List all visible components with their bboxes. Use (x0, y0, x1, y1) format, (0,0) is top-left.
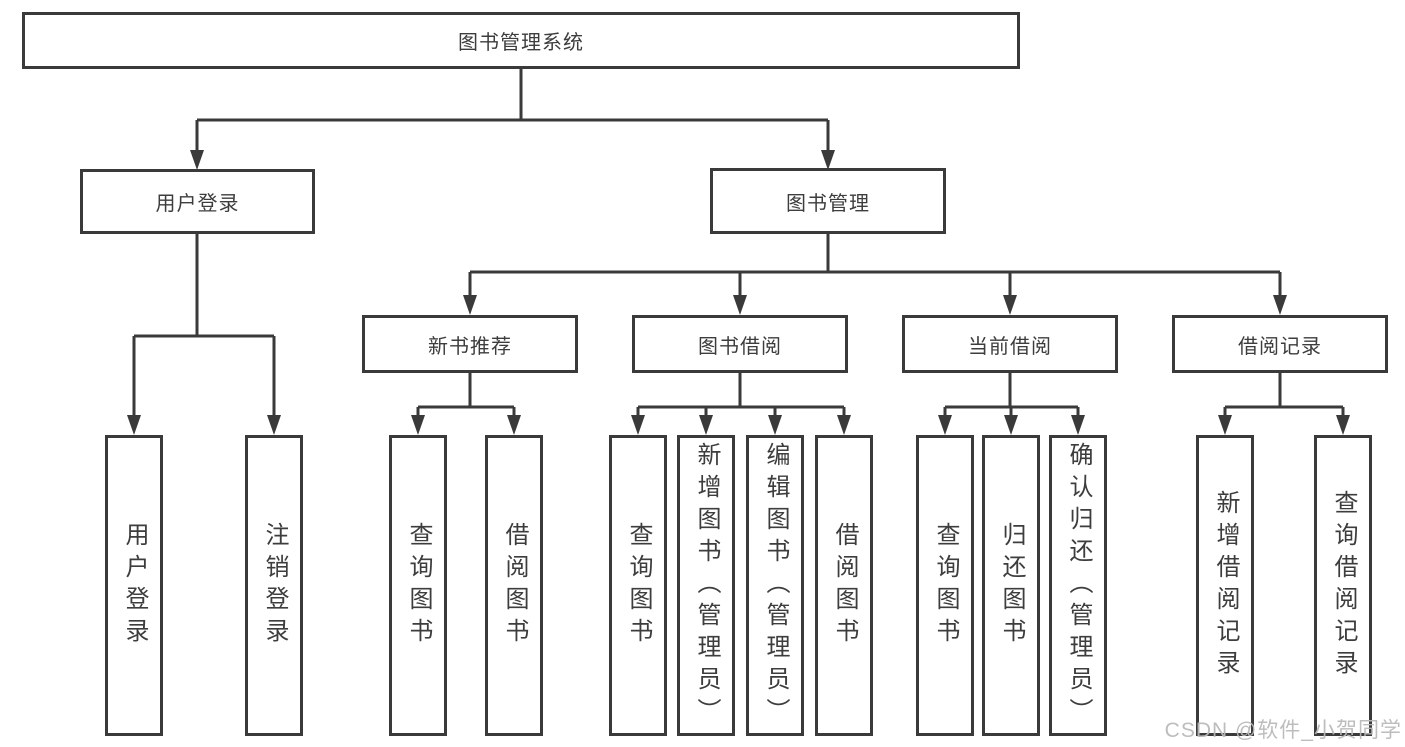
node-label: 查询图书 (932, 521, 959, 650)
node-borrowing-records: 借阅记录 (1172, 315, 1388, 373)
node-label: 编辑图书（管理员） (762, 441, 789, 730)
node-label: 注销登录 (261, 521, 288, 650)
node-label: 查询图书 (405, 521, 432, 650)
node-user-login: 用户登录 (80, 169, 315, 234)
leaf-edit-book-admin: 编辑图书（管理员） (746, 435, 804, 736)
leaf-query-books-recommend: 查询图书 (389, 435, 447, 736)
node-library-management-system: 图书管理系统 (22, 12, 1020, 69)
node-current-borrowing: 当前借阅 (902, 315, 1118, 373)
node-label: 当前借阅 (968, 335, 1052, 358)
node-label: 归还图书 (998, 521, 1025, 650)
leaf-logout: 注销登录 (245, 435, 303, 736)
leaf-return-books: 归还图书 (982, 435, 1040, 736)
node-label: 图书借阅 (698, 335, 782, 358)
node-label: 用户登录 (121, 521, 148, 650)
node-label: 用户登录 (155, 193, 240, 215)
leaf-query-books-borrowing: 查询图书 (609, 435, 667, 736)
node-label: 图书管理 (786, 192, 870, 215)
node-label: 确认归还（管理员） (1065, 441, 1092, 730)
node-label: 新书推荐 (428, 335, 512, 358)
node-label: 借阅图书 (501, 521, 528, 650)
leaf-add-book-admin: 新增图书（管理员） (677, 435, 735, 736)
leaf-user-login: 用户登录 (105, 435, 163, 736)
csdn-watermark: CSDN @软件_小贺同学 (1164, 719, 1402, 742)
node-label: 查询借阅记录 (1330, 489, 1357, 682)
node-book-borrowing: 图书借阅 (632, 315, 848, 373)
leaf-add-borrow-record: 新增借阅记录 (1196, 435, 1254, 736)
node-book-management: 图书管理 (710, 168, 946, 234)
node-label: 新增借阅记录 (1212, 489, 1239, 682)
leaf-query-borrow-record: 查询借阅记录 (1314, 435, 1372, 736)
node-label: 查询图书 (625, 521, 652, 650)
leaf-borrow-books-borrowing: 借阅图书 (815, 435, 873, 736)
leaf-query-books-current: 查询图书 (916, 435, 974, 736)
node-label: 借阅记录 (1238, 335, 1322, 358)
node-label: 新增图书（管理员） (693, 441, 720, 730)
node-new-book-recommend: 新书推荐 (362, 315, 578, 373)
node-label: 借阅图书 (831, 521, 858, 650)
leaf-confirm-return-admin: 确认归还（管理员） (1049, 435, 1107, 736)
leaf-borrow-books-recommend: 借阅图书 (485, 435, 543, 736)
node-label: 图书管理系统 (458, 32, 584, 54)
